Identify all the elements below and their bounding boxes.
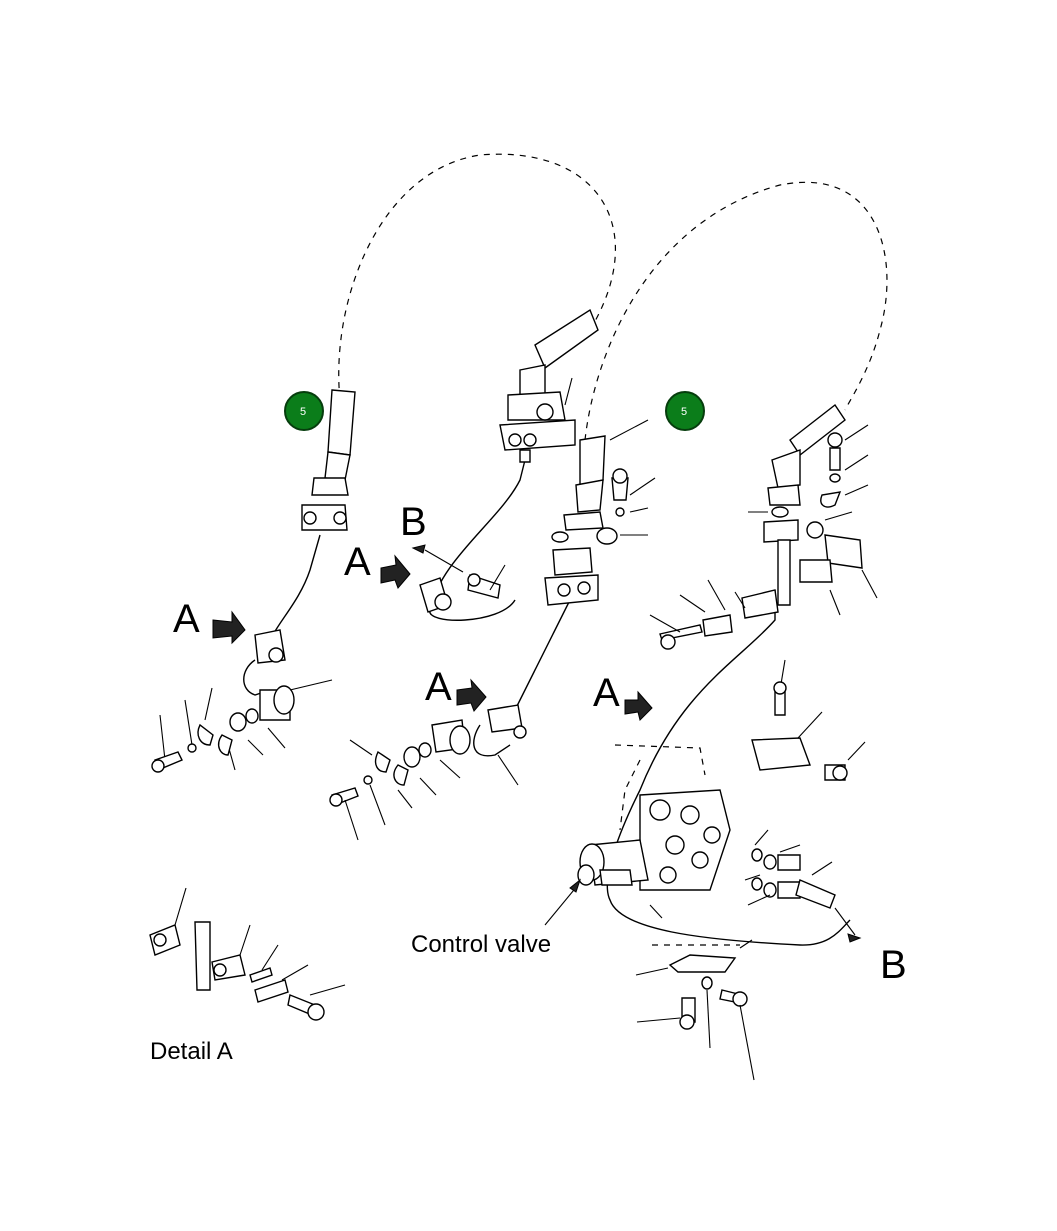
label-a-right: A <box>593 671 620 715</box>
right-cable-assembly <box>329 181 888 841</box>
lower-bracket <box>635 939 755 1081</box>
far-right-joint <box>659 589 779 650</box>
label-a-middle-upper: A <box>344 540 371 584</box>
bracket-upper <box>751 681 848 781</box>
far-right-bolts <box>799 432 863 583</box>
control-valve-leader <box>544 884 579 926</box>
left-joint-a <box>243 629 295 721</box>
far-right-assembly <box>606 403 878 946</box>
arrow-a-middle-lower <box>456 678 487 712</box>
center-bolt <box>611 468 629 517</box>
middle-cable-assembly <box>411 308 599 621</box>
middle-bolt-set <box>329 742 432 807</box>
label-control-valve: Control valve <box>411 931 551 958</box>
callout-badge-left-number: 5 <box>300 406 306 418</box>
arrow-a-right <box>624 690 653 721</box>
left-cable-assembly <box>151 153 616 773</box>
control-valve-arrowhead <box>569 878 582 893</box>
valve-fittings <box>751 848 836 909</box>
middle-joint-a <box>431 704 527 757</box>
callout-badge-right[interactable]: 5 <box>665 391 705 431</box>
left-lever-grip <box>301 389 356 531</box>
left-bolt-set <box>151 708 259 773</box>
label-b-middle: B <box>400 500 427 544</box>
arrow-a-left <box>212 610 246 645</box>
label-detail-a: Detail A <box>150 1038 233 1065</box>
callout-badge-right-number: 5 <box>681 406 687 418</box>
control-valve-block <box>577 744 862 943</box>
arrow-a-middle-upper <box>380 554 411 589</box>
label-a-middle-lower: A <box>425 665 452 709</box>
far-right-lever <box>763 403 846 606</box>
callout-badge-left[interactable]: 5 <box>284 391 324 431</box>
detail-a-drawing <box>149 887 346 1021</box>
middle-top-lever <box>499 308 599 463</box>
label-a-left: A <box>173 597 200 641</box>
center-lever-grip <box>544 435 618 606</box>
middle-b-connector <box>419 573 501 613</box>
label-b-right: B <box>880 943 907 987</box>
